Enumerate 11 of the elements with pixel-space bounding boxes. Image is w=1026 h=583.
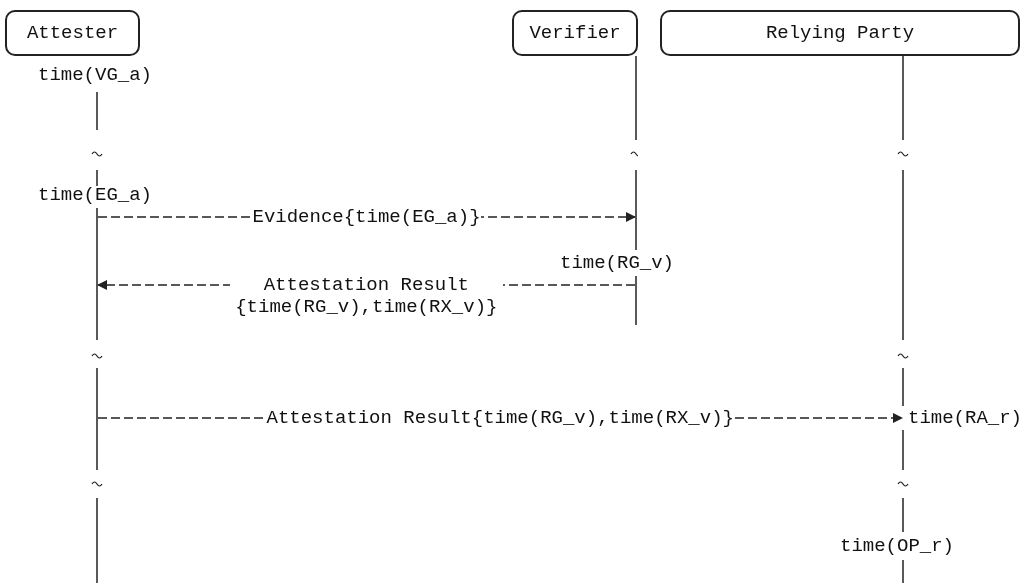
timestamp-label: time(RA_r) [908, 406, 1023, 430]
timestamp-label: time(OP_r) [840, 534, 955, 558]
participant-box: Attester [5, 10, 140, 56]
timestamp-label: time(RG_v) [560, 251, 675, 275]
participant-box: Relying Party [660, 10, 1020, 56]
message-label: Evidence{time(EG_a)} [252, 206, 481, 228]
timestamp-label: time(EG_a) [38, 183, 153, 207]
participant-box: Verifier [512, 10, 638, 56]
message-label: Attestation Result{time(RG_v),time(RX_v)} [266, 407, 734, 429]
timestamp-label: time(VG_a) [38, 63, 153, 87]
message-label: Attestation Result {time(RG_v),time(RX_v)} [229, 274, 504, 318]
